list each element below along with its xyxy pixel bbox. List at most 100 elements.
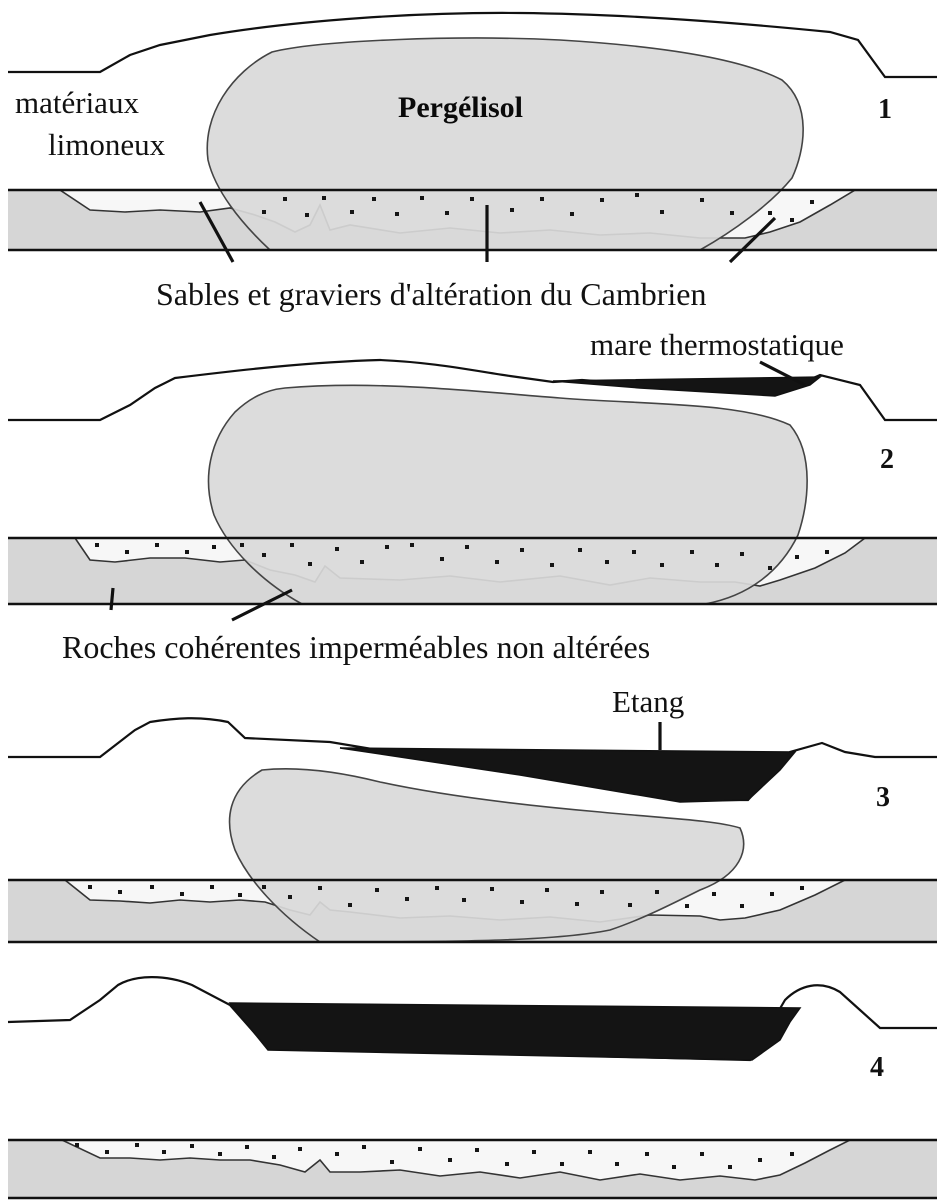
- sand-dot: [660, 563, 664, 567]
- sand-dot: [660, 210, 664, 214]
- sand-dot: [390, 1160, 394, 1164]
- sand-dot: [262, 885, 266, 889]
- sand-dot: [322, 196, 326, 200]
- sand-dot: [600, 890, 604, 894]
- sand-dot: [418, 1147, 422, 1151]
- sand-dot: [308, 562, 312, 566]
- sand-dot: [362, 1145, 366, 1149]
- sand-dot: [758, 1158, 762, 1162]
- sand-dot: [155, 543, 159, 547]
- sand-dot: [185, 550, 189, 554]
- permafrost-label: Pergélisol: [398, 91, 523, 124]
- sand-dot: [700, 198, 704, 202]
- sand-dot: [672, 1165, 676, 1169]
- stage-number-2: 2: [880, 444, 894, 475]
- sand-dot: [375, 888, 379, 892]
- sand-dot: [532, 1150, 536, 1154]
- panel-3: Etang: [8, 684, 937, 942]
- pond-water: [230, 1003, 800, 1060]
- sand-dot: [118, 890, 122, 894]
- pond-label: Etang: [612, 684, 684, 719]
- sand-dot: [448, 1158, 452, 1162]
- sand-dot: [490, 887, 494, 891]
- sand-dot: [218, 1152, 222, 1156]
- stage-number-3: 3: [876, 782, 890, 813]
- sand-dot: [190, 1144, 194, 1148]
- sand-dot: [510, 208, 514, 212]
- sand-dot: [520, 548, 524, 552]
- sand-dot: [75, 1143, 79, 1147]
- sand-dot: [288, 895, 292, 899]
- permafrost-1: [207, 38, 803, 250]
- sand-dot: [135, 1143, 139, 1147]
- leader-line: [111, 588, 113, 610]
- panel-1: Pergélisol matériaux limoneux 1 Sables e…: [8, 13, 937, 312]
- sand-dot: [405, 897, 409, 901]
- sand-dot: [435, 886, 439, 890]
- sand-dot: [262, 210, 266, 214]
- sand-dot: [305, 213, 309, 217]
- sand-dot: [615, 1162, 619, 1166]
- sand-dot: [210, 885, 214, 889]
- sand-dot: [628, 903, 632, 907]
- sand-dot: [283, 197, 287, 201]
- sand-dot: [728, 1165, 732, 1169]
- sand-dot: [800, 886, 804, 890]
- sand-dot: [238, 893, 242, 897]
- sand-dot: [162, 1150, 166, 1154]
- sand-dot: [395, 212, 399, 216]
- sand-dot: [385, 545, 389, 549]
- sand-dot: [240, 543, 244, 547]
- sand-dot: [348, 903, 352, 907]
- sand-dot: [125, 550, 129, 554]
- sand-dot: [768, 211, 772, 215]
- sand-dot: [740, 904, 744, 908]
- weathered-sands-label: Sables et graviers d'altération du Cambr…: [156, 276, 706, 312]
- impermeable-rocks-label: Roches cohérentes imperméables non altér…: [62, 629, 650, 665]
- sand-dot: [560, 1162, 564, 1166]
- sand-dot: [372, 197, 376, 201]
- sand-dot: [245, 1145, 249, 1149]
- sand-dot: [795, 555, 799, 559]
- sand-dot: [180, 892, 184, 896]
- sand-dot: [768, 566, 772, 570]
- stage-number-1: 1: [878, 94, 892, 125]
- sand-dot: [410, 543, 414, 547]
- sand-dot: [578, 548, 582, 552]
- sand-dot: [790, 218, 794, 222]
- silty-material-label-line2: limoneux: [48, 127, 166, 162]
- sand-dot: [318, 886, 322, 890]
- sand-dot: [420, 196, 424, 200]
- sand-dot: [588, 1150, 592, 1154]
- sand-dot: [350, 210, 354, 214]
- sand-dot: [212, 545, 216, 549]
- sand-dot: [520, 900, 524, 904]
- sand-dot: [790, 1152, 794, 1156]
- sand-dot: [770, 892, 774, 896]
- permafrost-2: [209, 385, 808, 604]
- sand-dot: [645, 1152, 649, 1156]
- sand-dot: [465, 545, 469, 549]
- sand-dot: [462, 898, 466, 902]
- sand-dot: [570, 212, 574, 216]
- sand-dot: [360, 560, 364, 564]
- sand-dot: [95, 543, 99, 547]
- sand-dot: [445, 211, 449, 215]
- sand-dot: [298, 1147, 302, 1151]
- panel-2: mare thermostatique: [8, 327, 937, 665]
- sand-dot: [605, 560, 609, 564]
- sand-dot: [335, 1152, 339, 1156]
- sand-dot: [715, 563, 719, 567]
- sand-dot: [545, 888, 549, 892]
- silty-material-label-line1: matériaux: [15, 85, 139, 120]
- sand-dot: [150, 885, 154, 889]
- sand-dot: [655, 890, 659, 894]
- sand-dot: [440, 557, 444, 561]
- sand-dot: [685, 904, 689, 908]
- sand-dot: [712, 892, 716, 896]
- sand-dot: [632, 550, 636, 554]
- sand-dot: [690, 550, 694, 554]
- sand-dot: [272, 1155, 276, 1159]
- sand-dot: [475, 1148, 479, 1152]
